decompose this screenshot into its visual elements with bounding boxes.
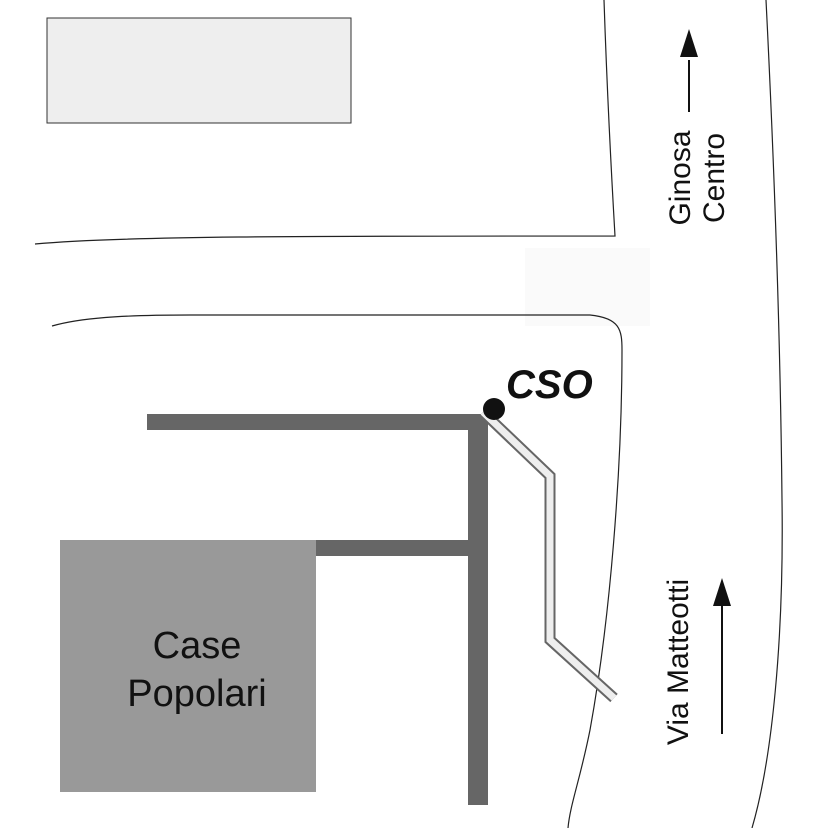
- top-block: [46, 17, 352, 124]
- dark-path-vertical: [468, 414, 488, 805]
- case-popolari-label-line1: Case: [153, 625, 242, 667]
- via-matteotti-label: Via Matteotti: [662, 579, 695, 745]
- matteotti-arrow-head-icon: [713, 578, 731, 606]
- centro-label: Centro: [698, 133, 731, 223]
- ginosa-arrow-head-icon: [680, 29, 698, 57]
- ginosa-label: Ginosa: [664, 130, 697, 225]
- case-popolari-label-line2: Popolari: [127, 673, 266, 715]
- dark-path-horizontal-mid: [316, 540, 474, 556]
- cso-label: CSO: [506, 363, 593, 407]
- cso-marker[interactable]: [483, 398, 505, 420]
- dark-path-horizontal-top: [147, 414, 480, 430]
- road-edge-right: [751, 0, 783, 828]
- road-edge-upper: [34, 0, 616, 245]
- case-popolari-building: [60, 540, 316, 792]
- faint-patch: [525, 248, 650, 326]
- light-path-fill: [480, 409, 617, 701]
- road-edge-lower: [51, 314, 623, 828]
